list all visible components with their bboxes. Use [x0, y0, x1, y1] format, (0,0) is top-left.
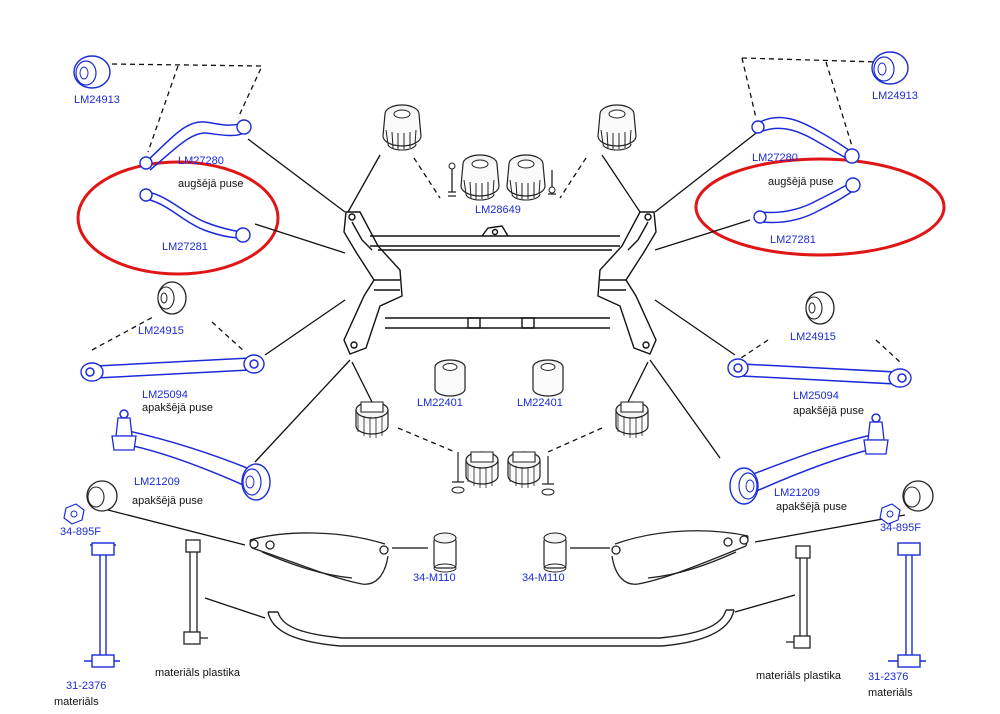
label-31-2376-right: 31-2376	[868, 671, 909, 683]
sway-link-plastic-left	[183, 539, 208, 645]
label-plastika-left: materiāls plastika	[155, 667, 240, 679]
bushing-34-m110-left	[433, 532, 457, 573]
bushing-lm22401-left	[434, 359, 466, 397]
wishbone-right	[611, 530, 749, 585]
top-mount-right	[597, 104, 637, 151]
bushing-34-895f-left	[63, 480, 118, 525]
label-lm24913-left: LM24913	[74, 94, 120, 106]
highlight-circle-left	[76, 160, 280, 276]
label-materials-left: materiāls	[54, 696, 99, 708]
link-lm25094-right	[741, 363, 897, 385]
arm-lm27280-left	[147, 121, 247, 171]
label-lm25094-left: LM25094	[142, 389, 188, 401]
label-lm21209-right: LM21209	[774, 487, 820, 499]
label-34-m110-left: 34-M110	[413, 572, 456, 584]
label-lm27281-right: LM27281	[770, 234, 816, 246]
sway-link-31-2376-left	[84, 542, 120, 668]
bushing-lm24915-right	[805, 291, 835, 325]
top-mount-left	[382, 104, 422, 151]
label-apakseja-25094-left: apakšējā puse	[142, 402, 213, 414]
label-lm22401-left: LM22401	[417, 397, 463, 409]
side-mount-right	[615, 401, 649, 439]
arm-lm27280-right	[759, 116, 853, 161]
bushing-lm24915-left	[157, 281, 187, 315]
label-apakseja-25094-right: apakšējā puse	[793, 405, 864, 417]
rear-subframe	[343, 211, 657, 355]
side-mount-left	[355, 401, 389, 439]
label-lm24915-left: LM24915	[138, 325, 184, 337]
label-augseja-right: augšējā puse	[768, 176, 834, 188]
label-plastika-right: materiāls plastika	[756, 670, 841, 682]
label-34-895f-right: 34-895F	[880, 522, 921, 534]
label-34-895f-left: 34-895F	[60, 526, 101, 538]
label-lm21209-left: LM21209	[134, 476, 180, 488]
bushing-34-m110-right	[543, 532, 567, 573]
wishbone-left	[249, 532, 389, 585]
stabilizer-bar	[267, 609, 735, 647]
label-lm27280-left: LM27280	[178, 155, 224, 167]
label-lm24913-right: LM24913	[872, 90, 918, 102]
bushing-lm22401-right	[532, 359, 564, 397]
link-lm25094-left	[95, 357, 251, 379]
label-materials-right: materiāls	[868, 687, 913, 699]
label-apakseja-21209-right: apakšējā puse	[776, 501, 847, 513]
arm-lm21209-left	[123, 429, 253, 489]
label-apakseja-21209-left: apakšējā puse	[132, 495, 203, 507]
arm-lm21209-right	[747, 433, 877, 495]
label-lm25094-right: LM25094	[793, 390, 839, 402]
arm-lm27281-right	[759, 181, 855, 224]
label-lm24915-right: LM24915	[790, 331, 836, 343]
diff-mount-kit	[451, 451, 555, 496]
mount-kit-lm28649	[448, 154, 556, 201]
label-lm22401-right: LM22401	[517, 397, 563, 409]
label-lm28649: LM28649	[475, 204, 521, 216]
label-lm27280-right: LM27280	[752, 152, 798, 164]
bushing-34-895f-right	[879, 480, 934, 525]
label-augseja-left: augšējā puse	[178, 178, 244, 190]
bushing-lm24913-left	[73, 55, 111, 89]
label-lm27281-left: LM27281	[162, 241, 208, 253]
sway-link-31-2376-right	[888, 542, 926, 668]
arm-lm27281-left	[147, 191, 243, 239]
label-31-2376-left: 31-2376	[66, 680, 107, 692]
bushing-lm24913-right	[871, 51, 909, 85]
sway-link-plastic-right	[786, 545, 811, 649]
label-34-m110-right: 34-M110	[522, 572, 565, 584]
leader-lines	[91, 57, 906, 619]
highlight-circle-right	[694, 157, 946, 257]
